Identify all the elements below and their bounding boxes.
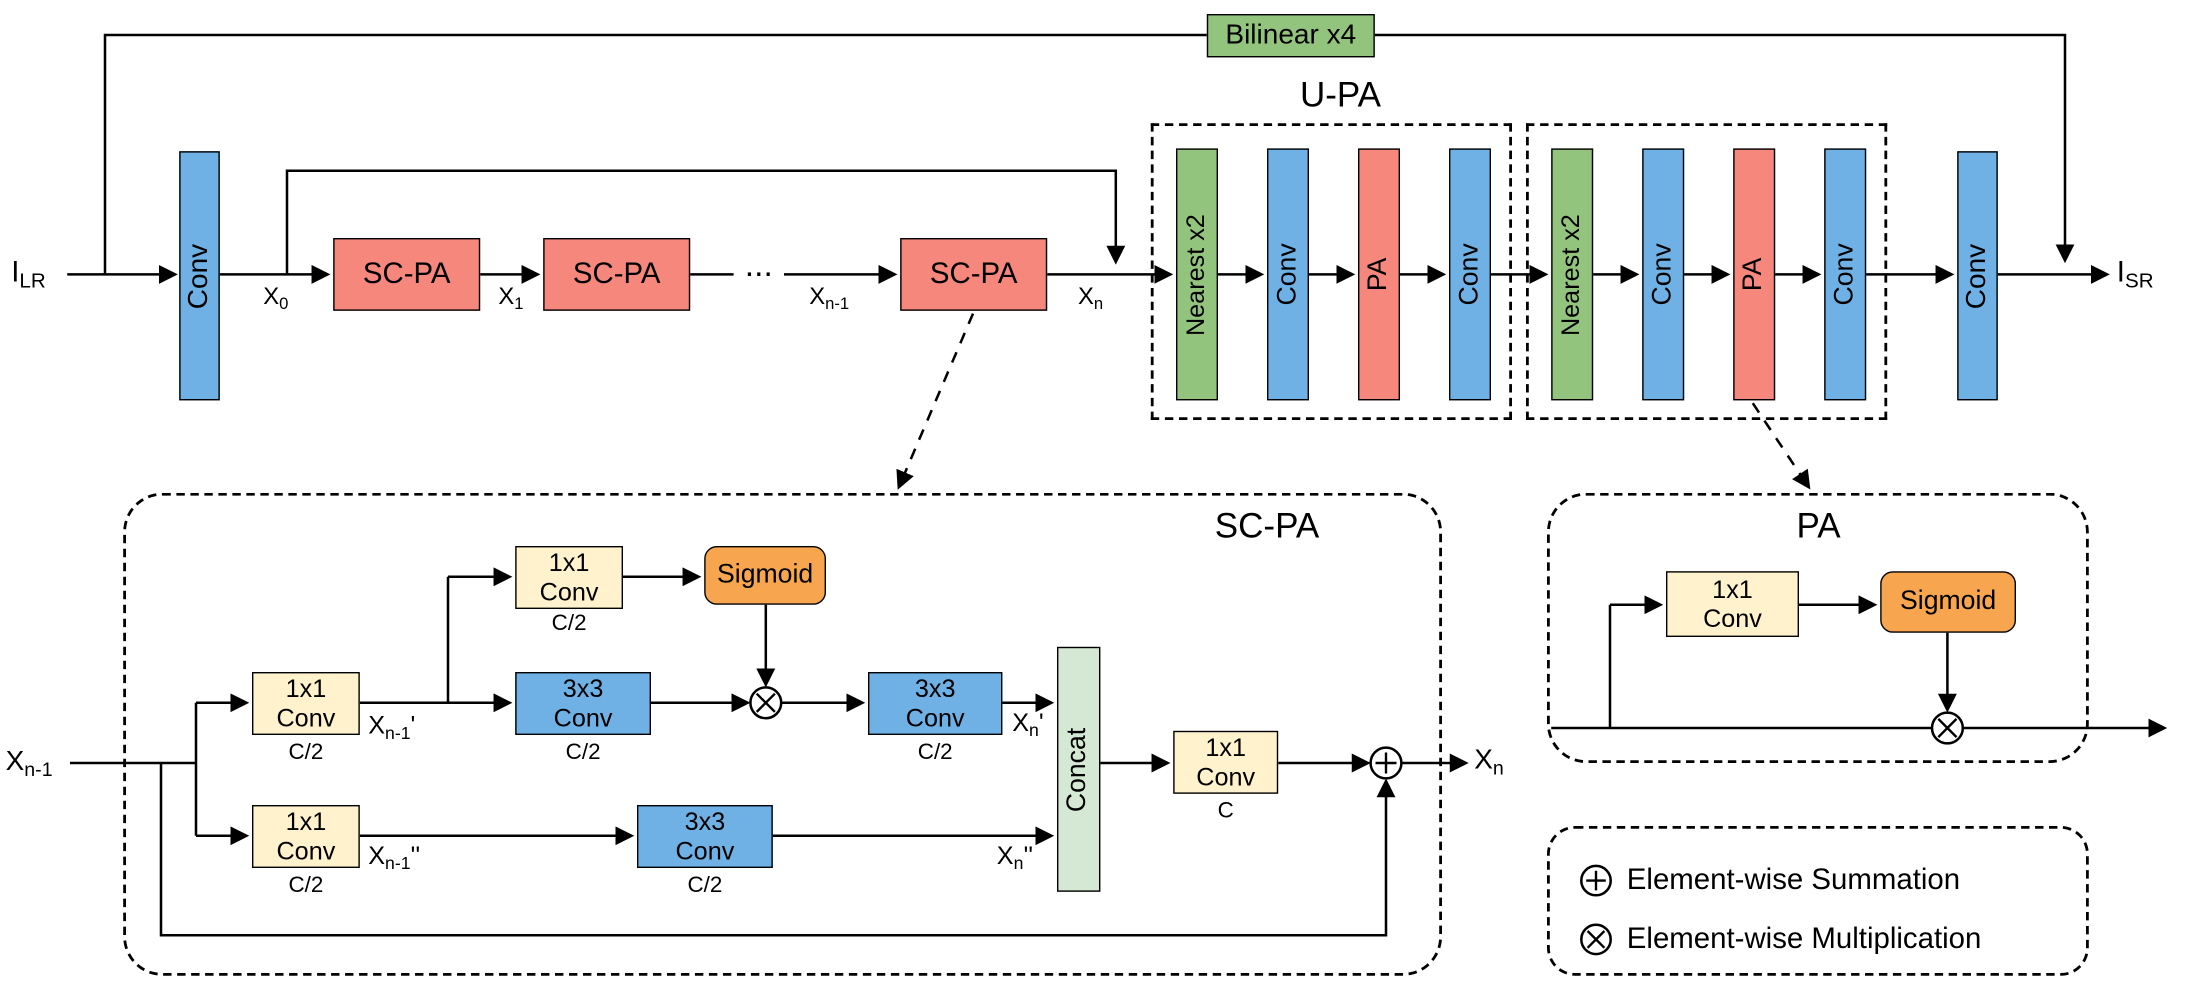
label-xn1-prime: Xn-1' [368,711,416,744]
legend-multiplication-label: Element-wise Multiplication [1626,922,1982,955]
scpa-mid-conv2-channels: C/2 [917,740,953,765]
sum-node-icon [1369,746,1403,780]
scpa-bottom-conv2-channels: C/2 [687,873,723,898]
legend-summation-label: Element-wise Summation [1626,863,1961,896]
bilinear-label: Bilinear x4 [1225,19,1357,51]
label-xn-prime: Xn' [1012,708,1044,741]
multiply-node-icon [749,686,783,720]
scpa-fuse-conv-channels: C [1217,799,1234,824]
upa2-pa-block: PA [1733,148,1776,401]
scpa-block-n: SC-PA [900,238,1048,311]
legend-box [1547,826,2089,976]
scpa-mid-conv3x3-block-1: 3x3 Conv [515,672,651,735]
scpa-sigmoid-block: Sigmoid [704,546,826,605]
scpa-block-1: SC-PA [333,238,481,311]
scpa-detail-box [123,492,1443,976]
upa1-conv-b-block: Conv [1449,148,1491,401]
pa-detail-title: PA [1796,506,1841,546]
upa2-conv-b-block: Conv [1824,148,1867,401]
ellipsis: ... [733,248,784,286]
bilinear-skip-connection [1374,33,2075,264]
feature-label-xn: Xn [1078,282,1104,313]
scpa-residual-skip [159,762,1396,937]
feature-label-x0: X0 [263,282,289,313]
dashed-zoom-arrows [896,313,1811,490]
legend-summation-icon [1580,864,1612,897]
legend-multiplication-icon [1580,923,1612,956]
scpa-mid-conv1-channels: C/2 [565,740,601,765]
label-xn1-doubleprime: Xn-1'' [368,841,421,874]
plain-connectors [69,33,1932,836]
bilinear-upsample-block: Bilinear x4 [1206,14,1375,58]
elementwise-ops [749,686,1965,956]
scpa-detail-title: SC-PA [1214,506,1320,546]
upa-title: U-PA [1299,75,1382,115]
arrow-connectors [67,33,2168,937]
nearest-upsample-block-1: Nearest x2 [1176,148,1218,401]
upa1-conv-a-block: Conv [1267,148,1309,401]
scpa-mid-conv3x3-block-2: 3x3 Conv [868,672,1003,735]
upa-group-1-box [1150,123,1512,420]
feature-label-x1: X1 [498,282,524,313]
scpa-attn-conv1x1-block: 1x1 Conv [515,546,623,609]
scpa-input-label: Xn-1 [5,746,53,781]
tail-conv-block: Conv [1957,151,1998,401]
upa1-pa-block: PA [1358,148,1400,401]
feature-label-xn1: Xn-1 [809,282,850,313]
pa-detail-box [1547,492,2089,763]
scpa-attn-conv-channels: C/2 [551,611,587,636]
head-conv-block: Conv [179,151,220,401]
scpa-top-conv1x1-block: 1x1 Conv [252,672,360,735]
scpa-bottom-conv1-channels: C/2 [288,873,324,898]
scpa-fuse-conv1x1-block: 1x1 Conv [1173,730,1279,794]
label-xn-doubleprime: Xn'' [996,841,1034,874]
scpa-block-2: SC-PA [543,238,691,311]
concat-block: Concat [1057,646,1101,892]
pa-conv1x1-block: 1x1 Conv [1666,571,1799,637]
upa-group-2-box [1526,123,1888,420]
multiply-node-pa-icon [1930,711,1965,745]
scpa-bottom-conv1x1-block: 1x1 Conv [252,805,360,868]
pa-zoom-arrow [1751,402,1811,490]
global-residual-skip [285,169,1126,275]
input-label: ILR [11,256,46,294]
scpa-top-conv-channels: C/2 [288,740,324,765]
output-label: ISR [2116,256,2154,294]
scpa-zoom-arrow [896,313,975,490]
scpa-bottom-conv3x3-block: 3x3 Conv [637,805,773,868]
nearest-upsample-block-2: Nearest x2 [1551,148,1594,401]
scpa-output-label: Xn [1474,744,1504,779]
upa2-conv-a-block: Conv [1642,148,1685,401]
pa-sigmoid-block: Sigmoid [1880,571,2016,633]
